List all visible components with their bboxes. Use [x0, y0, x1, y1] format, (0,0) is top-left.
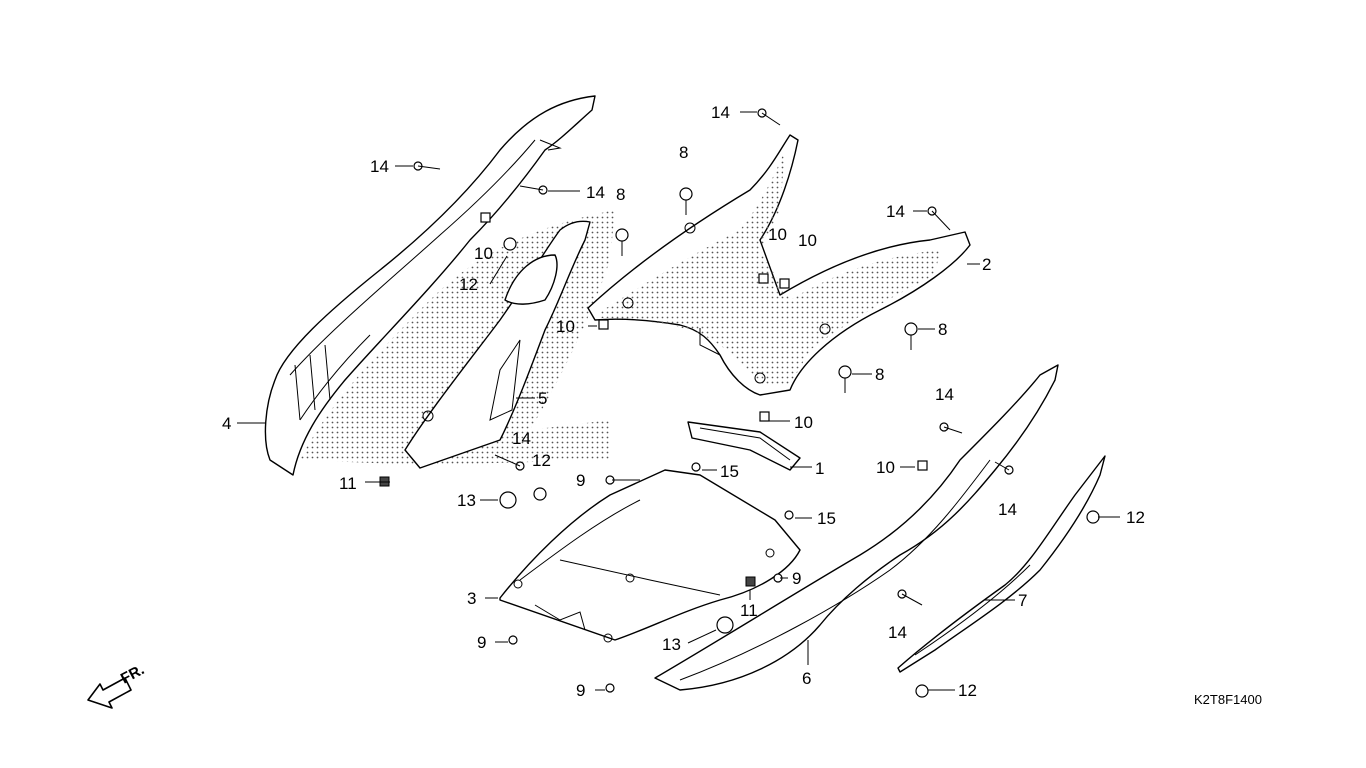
callout-14: 14: [886, 202, 905, 221]
fasteners: [379, 108, 1100, 698]
callout-14: 14: [888, 623, 907, 642]
callout-14: 14: [370, 157, 389, 176]
callout-8: 8: [938, 320, 947, 339]
callout-9: 9: [477, 633, 486, 652]
part-6-right-side-cover: [654, 364, 1059, 691]
callout-8: 8: [679, 143, 688, 162]
callout-9: 9: [576, 681, 585, 700]
callout-14: 14: [512, 429, 531, 448]
callout-10: 10: [474, 244, 493, 263]
callout-10: 10: [794, 413, 813, 432]
callout-labels: 1 2 3 4 5 6 7 8 8 8 8 9 9 9 9 10 10 10 1…: [222, 103, 1145, 700]
callout-10: 10: [556, 317, 575, 336]
callout-8: 8: [616, 185, 625, 204]
front-arrow-icon: [87, 677, 132, 709]
callout-10: 10: [768, 225, 787, 244]
callout-8: 8: [875, 365, 884, 384]
drawing-code: K2T8F1400: [1194, 692, 1262, 707]
callout-11: 11: [740, 601, 758, 620]
callout-7: 7: [1018, 591, 1027, 610]
part-7-right-cover: [897, 455, 1106, 673]
callout-11: 11: [339, 474, 357, 493]
callout-6: 6: [802, 669, 811, 688]
callout-10: 10: [876, 458, 895, 477]
callout-5: 5: [538, 389, 547, 408]
callout-14: 14: [935, 385, 954, 404]
callout-14: 14: [711, 103, 730, 122]
callout-15: 15: [720, 462, 739, 481]
callout-12: 12: [532, 451, 551, 470]
part-4-left-side-cover: [264, 95, 596, 476]
part-3-under-cover: [499, 469, 801, 643]
callout-15: 15: [817, 509, 836, 528]
callout-1: 1: [815, 459, 824, 478]
callout-12: 12: [459, 275, 478, 294]
callout-14: 14: [586, 183, 605, 202]
callout-13: 13: [662, 635, 681, 654]
part-2-center-cover: [587, 134, 971, 396]
front-direction-indicator: FR.: [87, 661, 147, 709]
part-1-bracket: [687, 421, 801, 471]
callout-4: 4: [222, 414, 231, 433]
callout-2: 2: [982, 255, 991, 274]
callout-13: 13: [457, 491, 476, 510]
callout-10: 10: [798, 231, 817, 250]
callout-9: 9: [576, 471, 585, 490]
callout-9: 9: [792, 569, 801, 588]
callout-12: 12: [958, 681, 977, 700]
callout-leaders: [237, 111, 1120, 691]
part-5-left-inner-cover: [300, 210, 615, 469]
callout-3: 3: [467, 589, 476, 608]
callout-14: 14: [998, 500, 1017, 519]
callout-12: 12: [1126, 508, 1145, 527]
